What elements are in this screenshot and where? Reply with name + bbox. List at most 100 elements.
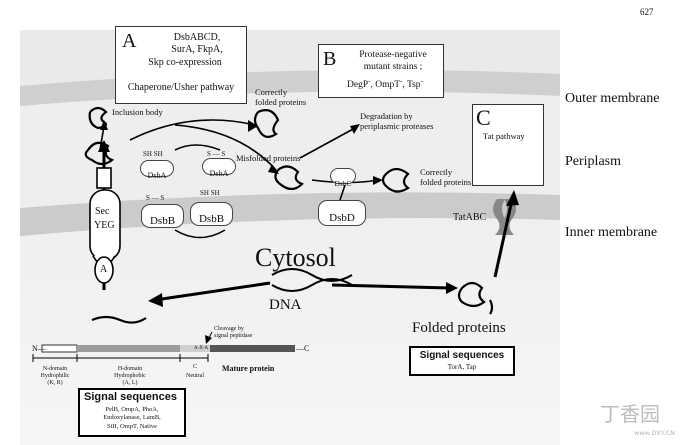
arrow-to-degradation [299, 127, 356, 159]
h-domain-line-1: H-domain [117, 366, 143, 372]
polypeptide-left [91, 315, 147, 324]
box-b: B Protease-negative mutant strains ; Deg… [318, 44, 444, 98]
signal-box-right-title: Signal sequences [419, 350, 505, 361]
signal-peptide-bar [32, 331, 295, 362]
n-domain-line-3: (K, R) [47, 380, 63, 386]
dna-helix [271, 268, 353, 292]
label-c-terminus: —C [296, 344, 310, 353]
n-domain-line-1: N-domain [42, 366, 68, 372]
signal-box-left: Signal sequences PelB, OmpA, PhoA, Endox… [78, 388, 186, 437]
arrow-dna-to-left [154, 281, 271, 302]
label-sec-a: A [100, 264, 108, 275]
arrow-tat-up [493, 199, 514, 278]
arrowhead-tat-up [506, 190, 519, 206]
label-inner-membrane: Inner membrane [565, 225, 658, 240]
box-a-letter: A [122, 30, 137, 52]
page-number: 627 [640, 7, 654, 17]
box-c-letter: C [476, 105, 491, 130]
dsbb-pill-2: DsbB [190, 202, 233, 226]
label-sh-sh-2: SH SH [200, 189, 220, 197]
protein-folded-cytosol [457, 281, 486, 308]
dsba-label-2: DsbA [209, 169, 229, 178]
protein-misfolded [274, 165, 304, 191]
label-yeg: YEG [94, 220, 115, 231]
box-a-line-2: SurA, FkpA, [171, 44, 223, 55]
label-tatabc: TatABC [453, 212, 487, 223]
label-degradation-1: Degradation by [360, 111, 413, 121]
label-mature-protein: Mature protein [222, 364, 275, 373]
label-cleavage-1: Cleavage by [214, 326, 244, 332]
arrowhead-correct-top [248, 120, 258, 132]
dsbc-label: DsbC [334, 179, 352, 188]
box-a-line-1: DsbABCD, [173, 32, 221, 43]
label-inclusion-body: Inclusion body [112, 107, 163, 117]
label-correct-top-2: folded proteins [255, 97, 307, 107]
arrowhead-dna-left [148, 293, 163, 307]
n-domain-line-2: Hydrophilic [40, 373, 70, 379]
arrowhead-dna-right [446, 282, 458, 294]
signal-box-right-items: TorA, Tap [447, 363, 477, 371]
box-b-sup-2: - [400, 77, 403, 85]
box-b-sup-3: - [420, 77, 423, 85]
label-sec: Sec [95, 206, 110, 217]
signal-box-left-item-1: PelB, OmpA, PhoA, [105, 406, 159, 413]
box-b-sup-1: - [368, 77, 371, 85]
arrow-to-correct-top [129, 119, 256, 141]
dsbb-label-1: DsbB [149, 215, 176, 227]
label-periplasm: Periplasm [565, 154, 621, 169]
box-a-footer: Chaperone/Usher pathway [127, 82, 235, 93]
c-domain-line-1: C [192, 364, 197, 370]
dsba-label-1: DsbA [147, 171, 167, 180]
box-a: A DsbABCD, SurA, FkpA, Skp co-expression… [115, 26, 247, 104]
watermark: 丁香园 [600, 402, 660, 426]
label-correct-mid-1: Correctly [420, 167, 453, 177]
box-b-tsp: , Tsp [402, 80, 421, 91]
arrow-dsb-cycle-top [174, 144, 221, 151]
arrow-misfold-from-top [174, 124, 277, 171]
label-cleavage-2: signal peptidase [214, 333, 253, 339]
box-a-line-3: Skp co-expression [148, 57, 222, 68]
arrow-dsbd-dsbc [339, 184, 346, 201]
protein-top-sec [84, 141, 115, 166]
protein-correct-mid [381, 167, 410, 193]
dsba-pill-1: DsbA [140, 160, 174, 180]
signal-box-left-title: Signal sequences [84, 392, 177, 403]
label-folded-proteins: Folded proteins [412, 320, 506, 336]
h-domain-line-2: Hydrophobic [114, 373, 146, 379]
signal-box-left-title-1: Signal [84, 391, 118, 403]
watermark-url: www.DXY.CN [634, 429, 675, 437]
box-b-line-1: Protease-negative [359, 50, 427, 60]
arrow-dsb-cycle-bottom [174, 229, 226, 239]
dsba-pill-2: DsbA [202, 158, 236, 178]
polypeptide-right [489, 299, 494, 315]
box-b-ompt: , OmpT [370, 80, 401, 91]
h-domain-line-3: (A, L) [122, 380, 138, 386]
dsbb-label-2: DsbB [198, 213, 225, 225]
label-axa: A-X-A [194, 346, 209, 351]
box-b-line-3: DegP-, OmpT-, Tsp- [347, 78, 423, 91]
label-cytosol: Cytosol [255, 243, 336, 272]
signal-box-left-title-2: sequences [120, 391, 177, 403]
protein-correct-top [253, 109, 280, 138]
dsbb-pill-1: DsbB [141, 204, 184, 228]
label-s-s-1: S — S [207, 150, 226, 158]
dsbc-pill: DsbC [330, 168, 356, 187]
box-b-letter: B [323, 48, 337, 70]
box-c-label: Tat pathway [483, 131, 525, 141]
periplasm-band [20, 91, 560, 208]
label-n-terminus: N— [32, 344, 46, 353]
signal-box-right: Signal sequences TorA, Tap [409, 346, 515, 376]
box-b-line-2: mutant strains ; [363, 62, 423, 72]
label-outer-membrane: Outer membrane [565, 91, 660, 106]
arrowhead-correct-mid [373, 176, 383, 185]
label-sh-sh-1: SH SH [143, 150, 163, 158]
box-c: C Tat pathway [472, 104, 544, 186]
dsbd-pill: DsbD [318, 200, 366, 226]
box-b-degp: DegP [347, 80, 369, 91]
dsbd-label: DsbD [329, 212, 355, 224]
arrowhead-degradation [350, 124, 360, 134]
label-correct-top-1: Correctly [255, 87, 288, 97]
sec-translocon [89, 167, 121, 284]
signal-box-left-item-3: StII, OmpT, Native [106, 423, 158, 430]
